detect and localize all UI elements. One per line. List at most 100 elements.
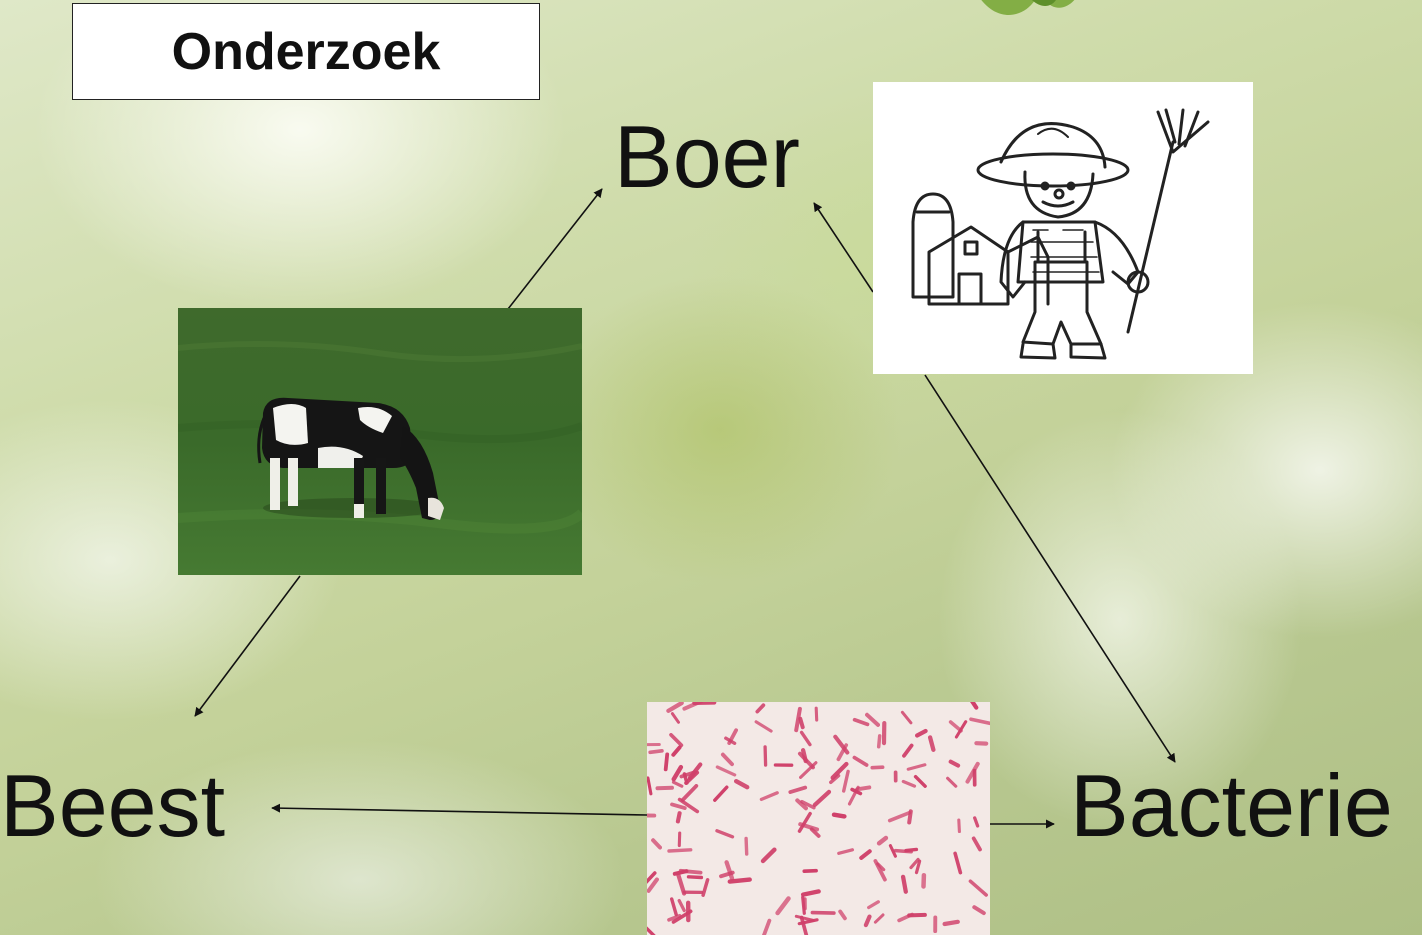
bacterium-rod	[647, 926, 656, 935]
bacterium-rod	[865, 712, 880, 727]
bacterium-rod	[675, 871, 687, 896]
bacterium-rod	[794, 914, 815, 922]
bacterium-rod	[809, 827, 821, 838]
bacterium-rod	[915, 728, 928, 738]
bacterium-rod	[887, 810, 912, 823]
node-boer: Boer	[614, 107, 800, 206]
bacterium-rod	[954, 720, 968, 739]
bacterium-rod	[671, 764, 684, 782]
bacterium-rod	[852, 755, 869, 767]
bacterium-rod	[973, 816, 980, 828]
bacterium-rod	[677, 898, 686, 913]
bacterium-rod	[675, 811, 682, 824]
bacterium-rod	[829, 773, 841, 785]
bacterium-rod	[855, 785, 872, 792]
bacteria-image	[647, 702, 990, 935]
bacterium-rod	[763, 745, 768, 767]
bacterium-rod	[733, 778, 750, 790]
bacterium-rod	[755, 703, 766, 714]
bacterium-rod	[670, 802, 687, 810]
bacterium-rod	[833, 734, 850, 755]
bacterium-rod	[876, 835, 889, 846]
bacterium-rod	[670, 897, 678, 917]
bacterium-rod	[800, 889, 821, 897]
bacterium-rod	[760, 847, 777, 864]
bacterium-rod	[647, 776, 653, 796]
bacterium-rod	[927, 735, 936, 752]
bacterium-rod	[667, 913, 682, 922]
bacterium-rod	[841, 769, 850, 793]
bacterium-rod	[802, 868, 818, 874]
bacterium-rod	[647, 871, 657, 884]
node-beest: Beest	[0, 756, 226, 855]
bacterium-rod	[666, 702, 684, 713]
bacterium-rod	[900, 874, 908, 894]
bacterium-rod	[799, 730, 812, 747]
node-bacterie: Bacterie	[1070, 756, 1393, 855]
bacterium-rod	[901, 779, 917, 788]
bacterium-rod	[831, 812, 847, 819]
arrow-farmer-to-boer	[813, 202, 874, 293]
bacterium-rod	[814, 706, 819, 722]
bacterium-rod	[942, 919, 960, 927]
bacterium-rod	[852, 717, 870, 727]
bacterium-rod	[902, 743, 914, 758]
arrow-bacteria-to-beest	[271, 803, 648, 816]
bacterium-rod	[744, 836, 749, 856]
bacterium-rod	[671, 780, 684, 788]
bacterium-rod	[795, 798, 808, 811]
bacterium-rod	[830, 761, 849, 780]
title-box: Onderzoek	[72, 3, 540, 100]
bacterium-rod	[838, 909, 847, 921]
bacterium-rod	[754, 720, 773, 733]
bacterium-rod	[797, 811, 812, 833]
bacterium-rod	[812, 789, 832, 808]
bacterium-rod	[863, 914, 872, 928]
bacterium-rod	[953, 851, 963, 875]
bacterium-rod	[867, 900, 880, 910]
arrow-cow-to-boer	[507, 188, 603, 310]
bacterium-rod	[701, 878, 710, 897]
farmer-image	[873, 82, 1253, 374]
bacterium-rod	[663, 752, 670, 772]
bacterium-rod	[837, 848, 855, 855]
arrow-cow-to-beest	[194, 575, 301, 717]
bacterium-rod	[671, 909, 693, 924]
bacterium-rod	[870, 765, 885, 770]
bacterium-rod	[680, 784, 699, 802]
bacterium-rod	[876, 734, 882, 749]
bacterium-rod	[670, 712, 680, 724]
bacterium-rod	[906, 763, 927, 771]
bacterium-rod	[761, 918, 772, 935]
bacterium-rod	[800, 748, 808, 764]
bacterium-rod	[775, 896, 791, 916]
bacterium-rod	[759, 791, 779, 802]
bacterium-rod	[651, 838, 662, 850]
bacterium-rod	[798, 822, 820, 832]
bacterium-rod	[800, 799, 816, 810]
bacterium-rod	[873, 859, 887, 882]
bacterium-rod	[724, 860, 735, 881]
bacterium-rod	[913, 774, 927, 788]
bacterium-rod	[972, 905, 986, 916]
bacterium-rod	[667, 848, 693, 853]
bacterium-rod	[914, 859, 922, 875]
bacterium-rod	[968, 879, 988, 897]
bacterium-rod	[687, 762, 703, 781]
bacterium-rod	[715, 829, 735, 839]
bacterium-rod	[948, 759, 961, 768]
bacterium-rod	[859, 849, 872, 860]
bacterium-rod	[794, 706, 802, 733]
bacterium-rod	[647, 877, 659, 893]
bacterium-rod	[909, 857, 920, 870]
bacterium-rod	[946, 776, 958, 788]
bacterium-rod	[682, 702, 704, 711]
bacterium-rod	[727, 877, 752, 884]
bacterium-rod	[888, 844, 897, 858]
slide-title: Onderzoek	[171, 22, 441, 81]
cow-image	[178, 308, 582, 575]
bacterium-rod	[671, 745, 682, 757]
bacterium-rod	[648, 748, 664, 755]
